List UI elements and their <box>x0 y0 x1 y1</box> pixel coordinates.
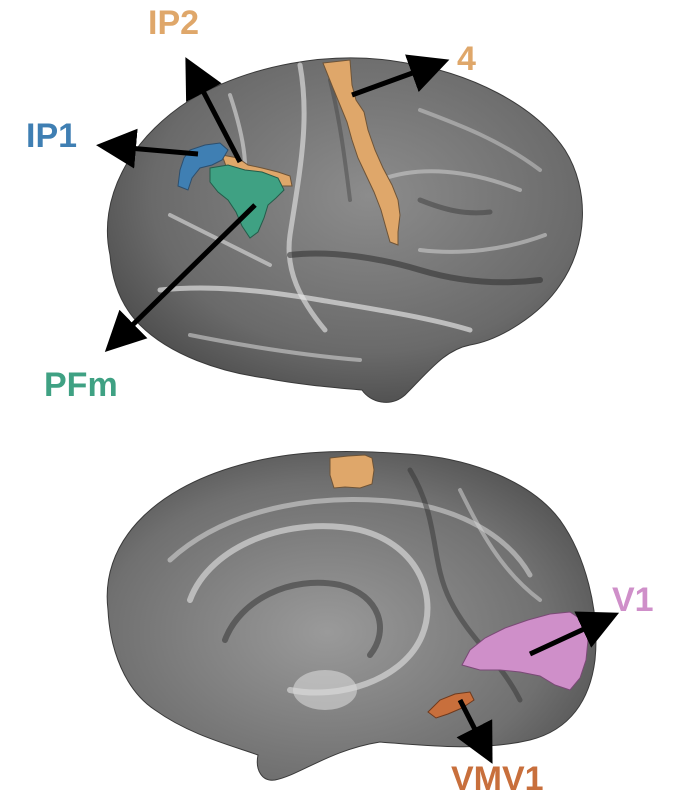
lateral-hemisphere <box>106 58 582 402</box>
label-ip2: IP2 <box>148 4 199 42</box>
label-pfm: PFm <box>44 366 118 404</box>
medial-hemisphere <box>107 451 610 780</box>
label-vmv1: VMV1 <box>451 760 544 798</box>
label-ip1: IP1 <box>26 117 77 155</box>
label-v1: V1 <box>612 581 654 619</box>
medial-light-spot <box>293 670 357 710</box>
label-area-4: 4 <box>457 40 476 78</box>
medial-area-4-patch <box>330 455 374 488</box>
